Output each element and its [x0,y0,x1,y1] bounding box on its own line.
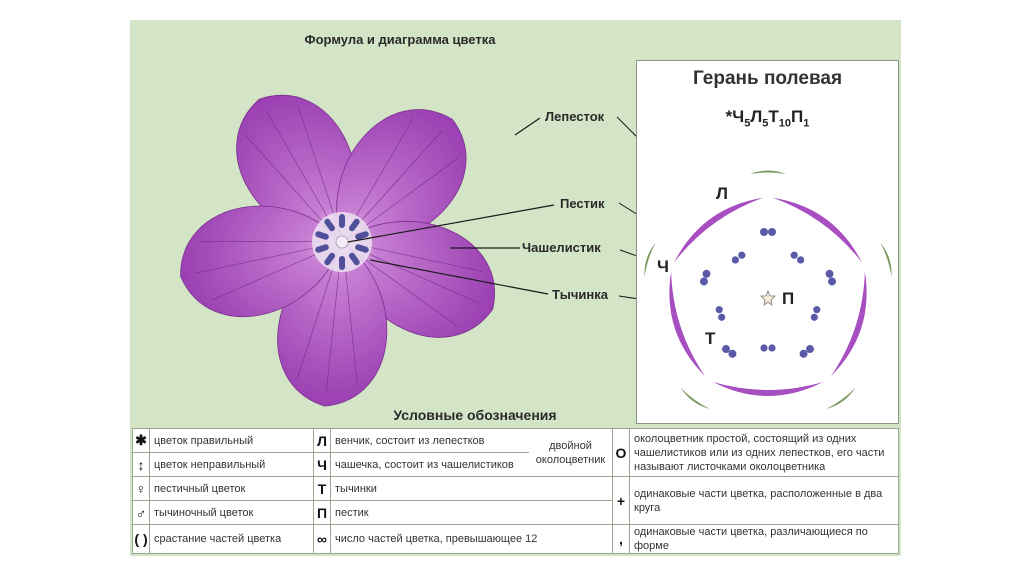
label-stamen: Тычинка [552,287,608,302]
floral-diagram [644,170,892,409]
diagram-pistil [760,289,776,306]
diagram-label-corolla: Л [716,184,728,203]
table-row: ♂ тычиночный цветок П пестик [132,500,899,525]
legend-text: срастание частей цветка [149,524,314,554]
flower-pointer-lines [347,117,555,295]
petal-veins [195,105,483,392]
formula-part: Ч [732,107,745,126]
label-petal: Лепесток [545,109,605,124]
diagram-label-calyx: Ч [657,257,669,276]
symbol-male-flower: ♂ [132,500,150,525]
symbol-female-flower: ♀ [132,476,150,501]
legend-text: венчик, состоит из лепестков [330,428,529,453]
symbol-fusion: ( ) [132,524,150,554]
stamen-shapes [315,214,369,270]
symbol-irregular-flower: ↕ [132,452,150,477]
formula-part: П [791,107,804,126]
diagram-label-pistil: П [782,289,795,308]
formula-count: 5 [744,117,751,130]
legend-text: тычиночный цветок [149,500,314,525]
legend-text: одинаковые части цветка, различающиеся п… [629,524,899,554]
symbol-pistil: П [313,500,331,525]
table-row: ( ) срастание частей цветка ∞ число част… [132,524,899,554]
formula-part: Т [768,107,779,126]
label-sepal: Чашелистик [522,240,601,255]
formula-part: Л [750,107,763,126]
legend-text: пестичный цветок [149,476,314,501]
legend-text: цветок правильный [149,428,314,453]
petal-shapes [180,94,495,407]
symbol-calyx: Ч [313,452,331,477]
symbol-infinity: ∞ [313,524,331,554]
flower-diagram-box: Герань полевая *Ч5Л5Т10П1 [636,60,899,424]
pistil-shape [335,235,349,249]
diagram-sepals [644,170,892,409]
flower-photo [180,94,766,407]
legend-title: Условные обозначения [393,407,557,423]
diagram-petals [669,197,867,396]
double-perianth-note: двойной околоцветник [529,428,613,477]
legend-text: чашечка, состоит из чашелистиков [330,452,529,477]
legend-text: число частей цветка, превышающее 12 [330,524,613,554]
diagram-stamens [699,228,837,358]
formula-star: * [725,107,733,126]
symbol-corolla: Л [313,428,331,453]
symbol-simple-perianth: О [612,428,630,477]
symbol-plus: + [612,476,630,525]
flower-formula: *Ч5Л5Т10П1 [637,107,898,129]
diagram-label-stamens: Т [705,329,716,348]
legend-table: ✱ цветок правильный Л венчик, состоит из… [132,428,899,554]
table-row: ↕ цветок неправильный Ч чашечка, состоит… [132,452,899,477]
symbol-stamens: Т [313,476,331,501]
formula-count: 10 [778,117,792,130]
legend-text: цветок неправильный [149,452,314,477]
legend-text: околоцветник простой, состоящий из одних… [629,428,899,477]
symbol-comma: , [612,524,630,554]
formula-count: 1 [803,117,810,130]
main-panel: Формула и диаграмма цветка [130,20,901,556]
table-row: ♀ пестичный цветок Т тычинки + одинаковы… [132,476,899,525]
diagram-title: Герань полевая [692,68,843,89]
legend-text: пестик [330,500,613,525]
table-row: ✱ цветок правильный Л венчик, состоит из… [132,428,899,477]
symbol-regular-flower: ✱ [132,428,150,453]
legend-text: одинаковые части цветка, расположенные в… [629,476,899,525]
formula-count: 5 [762,117,769,130]
legend-text: тычинки [330,476,613,501]
label-pistil: Пестик [560,196,605,211]
page-title: Формула и диаграмма цветка [304,32,496,47]
